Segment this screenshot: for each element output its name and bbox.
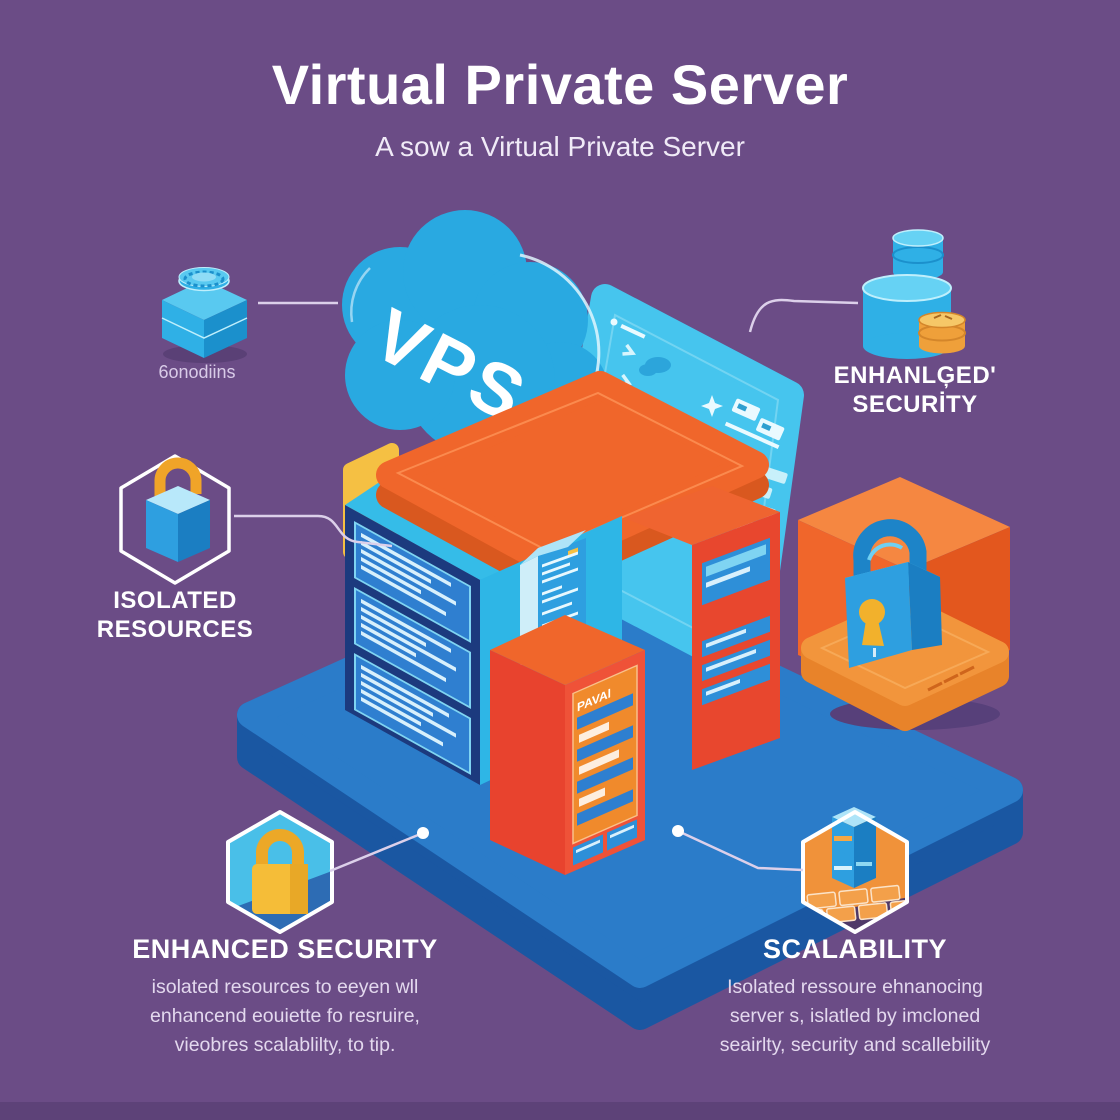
provisioning-label: 6onodiins (158, 362, 236, 382)
page-title: Virtual Private Server (271, 53, 849, 116)
connector-dots (417, 825, 684, 839)
server-stack-icon (832, 807, 876, 888)
rack-panel (354, 520, 471, 643)
database-coins-icon (862, 229, 966, 359)
keyhole-icon (859, 599, 885, 657)
enhanced-security-heading: ENHANCED SECURITY (132, 934, 438, 964)
isolated-resources-label: ISOLATED RESOURCES (75, 586, 275, 644)
enhanced-security-top-label: ENHANLĢED' SECURİTY (815, 361, 1015, 419)
module-cube-icon (161, 267, 248, 363)
scalability-card: SCALABILITY Isolated ressoure ehnanocing… (675, 934, 1035, 1060)
isolated-resources-line1: ISOLATED (113, 587, 237, 614)
rack-panel (354, 652, 471, 775)
enhanced-security-top-line1: ENHANLĢED' (833, 362, 997, 389)
scalability-hexagon-icon (801, 807, 909, 934)
connector-lines (234, 298, 859, 873)
enhanced-security-caption-line: vieobres scalablilty, to tip. (174, 1034, 396, 1056)
enhanced-security-caption-line: isolated resources to eeyen wll (151, 976, 419, 998)
isolated-resources-line2: RESOURCES (96, 616, 254, 643)
coin-stack-icon (918, 311, 966, 354)
padlock-yellow-icon (252, 828, 308, 914)
screen-cloud-icon (639, 357, 671, 376)
rack-panel (354, 586, 471, 709)
enhanced-security-top-line2: SECURİTY (852, 391, 978, 418)
isolated-resources-hexagon-icon (119, 454, 231, 585)
scalability-caption-line: Isolated ressoure ehnanocing (727, 976, 983, 998)
screen-buttons (724, 398, 785, 449)
enhanced-security-hexagon-icon (226, 810, 334, 934)
connector-screen-coins (748, 298, 859, 333)
padlock-blue-icon (845, 519, 942, 668)
scalability-heading: SCALABILITY (763, 934, 947, 964)
scalability-caption-line: seairlty, security and scallebility (719, 1034, 991, 1056)
enhanced-security-card: ENHANCED SECURITY isolated resources to … (105, 934, 465, 1060)
connector-hexbr-platform (677, 829, 804, 872)
page-subtitle: A sow a Virtual Private Server (375, 131, 745, 162)
connector-hex-tower (234, 514, 393, 548)
enhanced-security-caption-line: enhancend eouiette fo resruire, (150, 1005, 420, 1027)
security-lock-pedestal-icon (801, 519, 1009, 731)
cube-lock-icon (146, 457, 210, 562)
connector-hexbl-platform (329, 831, 424, 873)
front-server-tower-icon: PAVAl (490, 615, 645, 875)
red-server-tower-icon (624, 486, 780, 770)
scalability-caption-line: server s, islatled by imcloned (729, 1005, 981, 1027)
bottom-band (0, 1102, 1120, 1120)
